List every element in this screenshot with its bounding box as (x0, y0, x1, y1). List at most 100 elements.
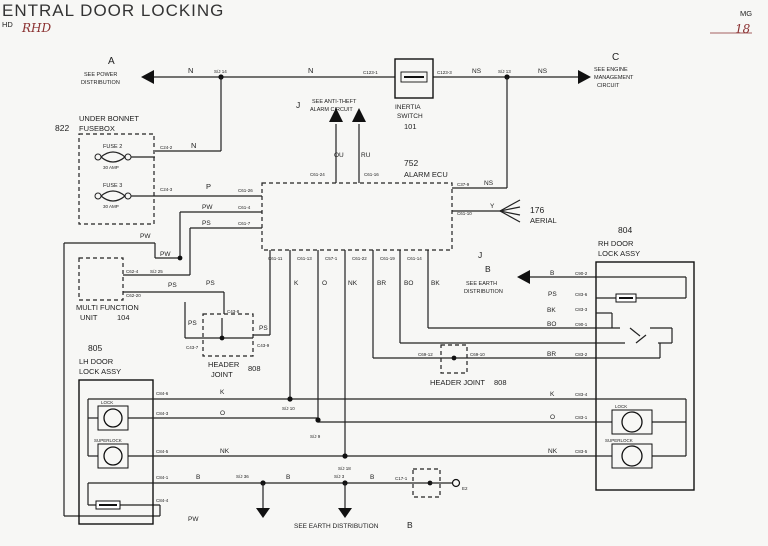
label-c61-10: C61-10 (457, 211, 472, 216)
label-c83-1: C83-1 (575, 415, 588, 420)
wire-pw-mfu: PW (160, 251, 171, 258)
label-aerial: AERIAL (530, 216, 557, 225)
wire-b-1: B (196, 474, 200, 481)
label-a: A (108, 56, 115, 67)
label-inertia-num: 101 (404, 122, 417, 131)
earth-symbol-1 (256, 508, 270, 518)
supply-line (141, 70, 591, 189)
label-c62-4: C62-4 (126, 269, 139, 274)
top-right-label: MG (740, 9, 752, 18)
label-c123-3: C123-3 (437, 70, 452, 75)
label-header-joint: HEADER JOINT (430, 378, 485, 387)
label-c61-14: C61-14 (407, 256, 422, 261)
arrow-to-engine-management (578, 70, 591, 84)
label-earth-bottom: SEE EARTH DISTRIBUTION (294, 523, 379, 530)
label-c83-4: C83-4 (575, 392, 588, 397)
label-c61-16: C61-16 (364, 172, 379, 177)
under-bonnet-fusebox (78, 133, 155, 225)
label-see-earth: SEE EARTH (466, 281, 497, 287)
label-b-bottom: B (407, 520, 413, 530)
wire-ps-hj-left: PS (188, 320, 197, 327)
handwritten-page: 18 (735, 22, 751, 36)
wire-ps-rh: PS (548, 291, 557, 298)
wire-n-mid: N (308, 66, 313, 75)
header-joint-right-wiring (441, 355, 596, 361)
mfu-wiring (123, 274, 225, 314)
label-circuit: CIRCUIT (597, 83, 620, 89)
ecu-wiring (155, 195, 521, 276)
label-c61-11: C61-11 (268, 256, 283, 261)
wire-b-rh: B (550, 270, 554, 277)
arrow-to-power-distribution (141, 70, 154, 84)
label-lh-lock: LOCK (101, 400, 113, 405)
label-sj9: S/J 9 (310, 434, 321, 439)
label-earth-distribution: DISTRIBUTION (464, 289, 503, 295)
wire-bo-rh: BO (547, 321, 556, 328)
label-hj-right-num: 808 (494, 378, 507, 387)
wire-nk-ecu: NK (348, 280, 358, 287)
wire-ns-3: NS (484, 180, 494, 187)
label-c84-3: C84-3 (156, 411, 169, 416)
label-c43-8: C43-8 (227, 309, 240, 314)
label-inertia: INERTIA (395, 104, 421, 111)
label-c43-7: C43-7 (186, 345, 199, 350)
label-sj13: S/J 13 (498, 69, 511, 74)
label-c84-6: C84-6 (156, 391, 169, 396)
wire-k-ecu: K (294, 280, 299, 287)
wire-p: P (206, 182, 211, 191)
label-sj3: S/J 3 (334, 474, 345, 479)
door-lock-bus (153, 396, 596, 459)
label-rh-superlock: SUPERLOCK (605, 438, 633, 443)
label-c69-12: C69-12 (418, 352, 433, 357)
wire-ps-hj-right: PS (259, 325, 268, 332)
label-j-mid: J (478, 250, 482, 260)
label-lh-door: LH DOOR (79, 357, 114, 366)
header-joint-left (202, 313, 254, 357)
label-c24-2: C24-2 (160, 145, 173, 150)
label-lh-superlock: SUPERLOCK (94, 438, 122, 443)
lh-lock-motor (97, 405, 129, 431)
label-see-antitheft: SEE ANTI-THEFT (312, 99, 357, 105)
diagram-subtitle: HD (2, 20, 13, 29)
wire-ns-1: NS (472, 68, 482, 75)
label-fuse-2: FUSE 2 (103, 144, 122, 150)
wire-n-left: N (188, 66, 193, 75)
ecu-output-wiring (289, 250, 596, 455)
label-c37-9: C37-9 (457, 182, 470, 187)
label-switch: SWITCH (397, 113, 423, 120)
label-rh-num: 804 (618, 225, 632, 235)
label-fusebox-num: 822 (55, 123, 69, 133)
wire-bo-ecu: BO (404, 280, 413, 287)
label-management: MANAGEMENT (594, 75, 634, 81)
wire-o-lh: O (220, 410, 225, 417)
label-header: HEADER (208, 360, 240, 369)
wire-ns-2: NS (538, 68, 548, 75)
rh-lock-motor (611, 409, 653, 435)
label-sj18: S/J 18 (338, 466, 351, 471)
label-c123-1: C123-1 (363, 70, 378, 75)
label-c24-3: C24-3 (160, 187, 173, 192)
label-mfu: MULTI FUNCTION (76, 303, 139, 312)
wire-pw-ecu: PW (202, 204, 213, 211)
label-c61-26: C61-26 (238, 188, 253, 193)
label-c83-3: C83-3 (575, 307, 588, 312)
label-c83-5: C83-5 (575, 449, 588, 454)
label-c61-22: C61-22 (352, 256, 367, 261)
label-c61-7: C61-7 (238, 221, 251, 226)
label-c69-10: C69-10 (470, 352, 485, 357)
label-aerial-num: 176 (530, 205, 544, 215)
wire-ru: RU (361, 152, 371, 159)
label-c83-2: C83-2 (575, 352, 588, 357)
rh-superlock-motor (611, 443, 653, 469)
label-c61-4: C61-4 (238, 205, 251, 210)
label-c84-4: C84-4 (156, 498, 169, 503)
label-lh-lock-assy: LOCK ASSY (79, 367, 121, 376)
lh-superlock-motor (97, 443, 129, 469)
label-alarm-circuit: ALARM CIRCUIT (310, 107, 353, 113)
wire-n-fuse: N (191, 141, 196, 150)
label-c61-13: C61-13 (297, 256, 312, 261)
label-e2: E2 (462, 486, 468, 491)
wire-bk-rh: BK (547, 307, 556, 314)
